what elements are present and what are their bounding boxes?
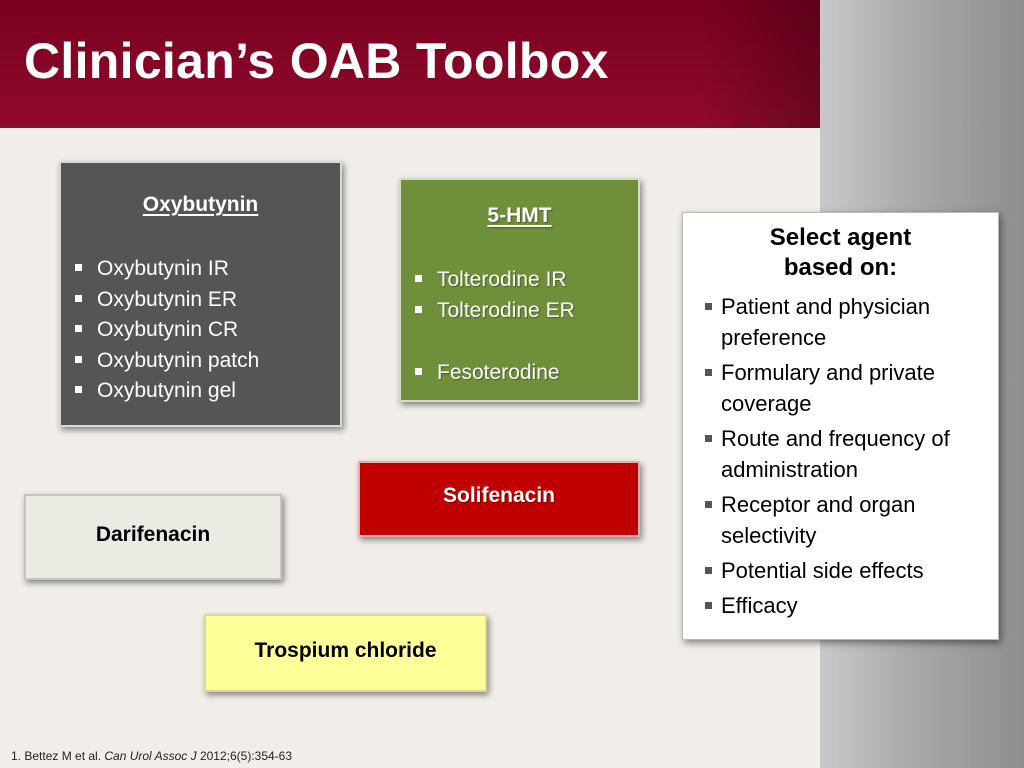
- hmt-list: Tolterodine IR Tolterodine ER Fesoterodi…: [415, 265, 638, 389]
- hmt-box: 5-HMT Tolterodine IR Tolterodine ER Feso…: [399, 178, 640, 402]
- list-item: Oxybutynin patch: [75, 346, 340, 377]
- selection-heading: Select agent based on:: [683, 223, 998, 283]
- list-item: Formulary and private coverage: [705, 357, 990, 419]
- oxybutynin-heading: Oxybutynin: [142, 193, 259, 216]
- bullet-icon: [75, 355, 82, 363]
- bullet-icon: [705, 435, 712, 442]
- oxybutynin-box: Oxybutynin Oxybutynin IR Oxybutynin ER O…: [59, 161, 342, 427]
- bullet-icon: [415, 368, 422, 375]
- title-bar: Clinician’s OAB Toolbox: [0, 0, 820, 128]
- bullet-icon: [705, 501, 712, 508]
- list-spacer: [415, 326, 638, 358]
- solifenacin-box: Solifenacin: [358, 461, 640, 537]
- darifenacin-box: Darifenacin: [24, 494, 282, 580]
- list-item: Receptor and organ selectivity: [705, 489, 990, 551]
- bullet-icon: [75, 264, 82, 271]
- journal-name: Can Urol Assoc J: [104, 749, 197, 763]
- bullet-icon: [705, 602, 712, 609]
- solifenacin-label: Solifenacin: [442, 484, 556, 507]
- trospium-label: Trospium chloride: [254, 639, 437, 662]
- list-item: Fesoterodine: [415, 358, 638, 389]
- list-item: Oxybutynin ER: [75, 285, 340, 316]
- selection-heading-line1: Select agent: [769, 224, 912, 251]
- bullet-icon: [415, 305, 422, 313]
- list-item: Potential side effects: [705, 555, 990, 586]
- oxybutynin-list: Oxybutynin IR Oxybutynin ER Oxybutynin C…: [75, 254, 340, 407]
- list-item: Efficacy: [705, 590, 990, 621]
- darifenacin-label: Darifenacin: [95, 523, 211, 546]
- criteria-list: Patient and physician preference Formula…: [705, 291, 990, 621]
- slide-title: Clinician’s OAB Toolbox: [24, 33, 609, 89]
- hmt-heading: 5-HMT: [487, 204, 552, 227]
- bullet-icon: [705, 567, 712, 574]
- trospium-box: Trospium chloride: [204, 614, 487, 692]
- selection-heading-line2: based on:: [783, 254, 898, 281]
- bullet-icon: [705, 303, 712, 310]
- bullet-icon: [415, 275, 422, 282]
- list-item: Oxybutynin IR: [75, 254, 340, 285]
- bullet-icon: [75, 325, 82, 332]
- list-item: Route and frequency of administration: [705, 423, 990, 485]
- selection-criteria-box: Select agent based on: Patient and physi…: [682, 212, 999, 640]
- reference-footnote: 1. Bettez M et al. Can Urol Assoc J 2012…: [11, 749, 293, 763]
- bullet-icon: [75, 386, 82, 393]
- list-item: Oxybutynin gel: [75, 376, 340, 407]
- bullet-icon: [705, 369, 712, 376]
- bullet-icon: [75, 294, 82, 302]
- list-item: Tolterodine IR: [415, 265, 638, 296]
- list-item: Oxybutynin CR: [75, 315, 340, 346]
- list-item: Patient and physician preference: [705, 291, 990, 353]
- list-item: Tolterodine ER: [415, 296, 638, 327]
